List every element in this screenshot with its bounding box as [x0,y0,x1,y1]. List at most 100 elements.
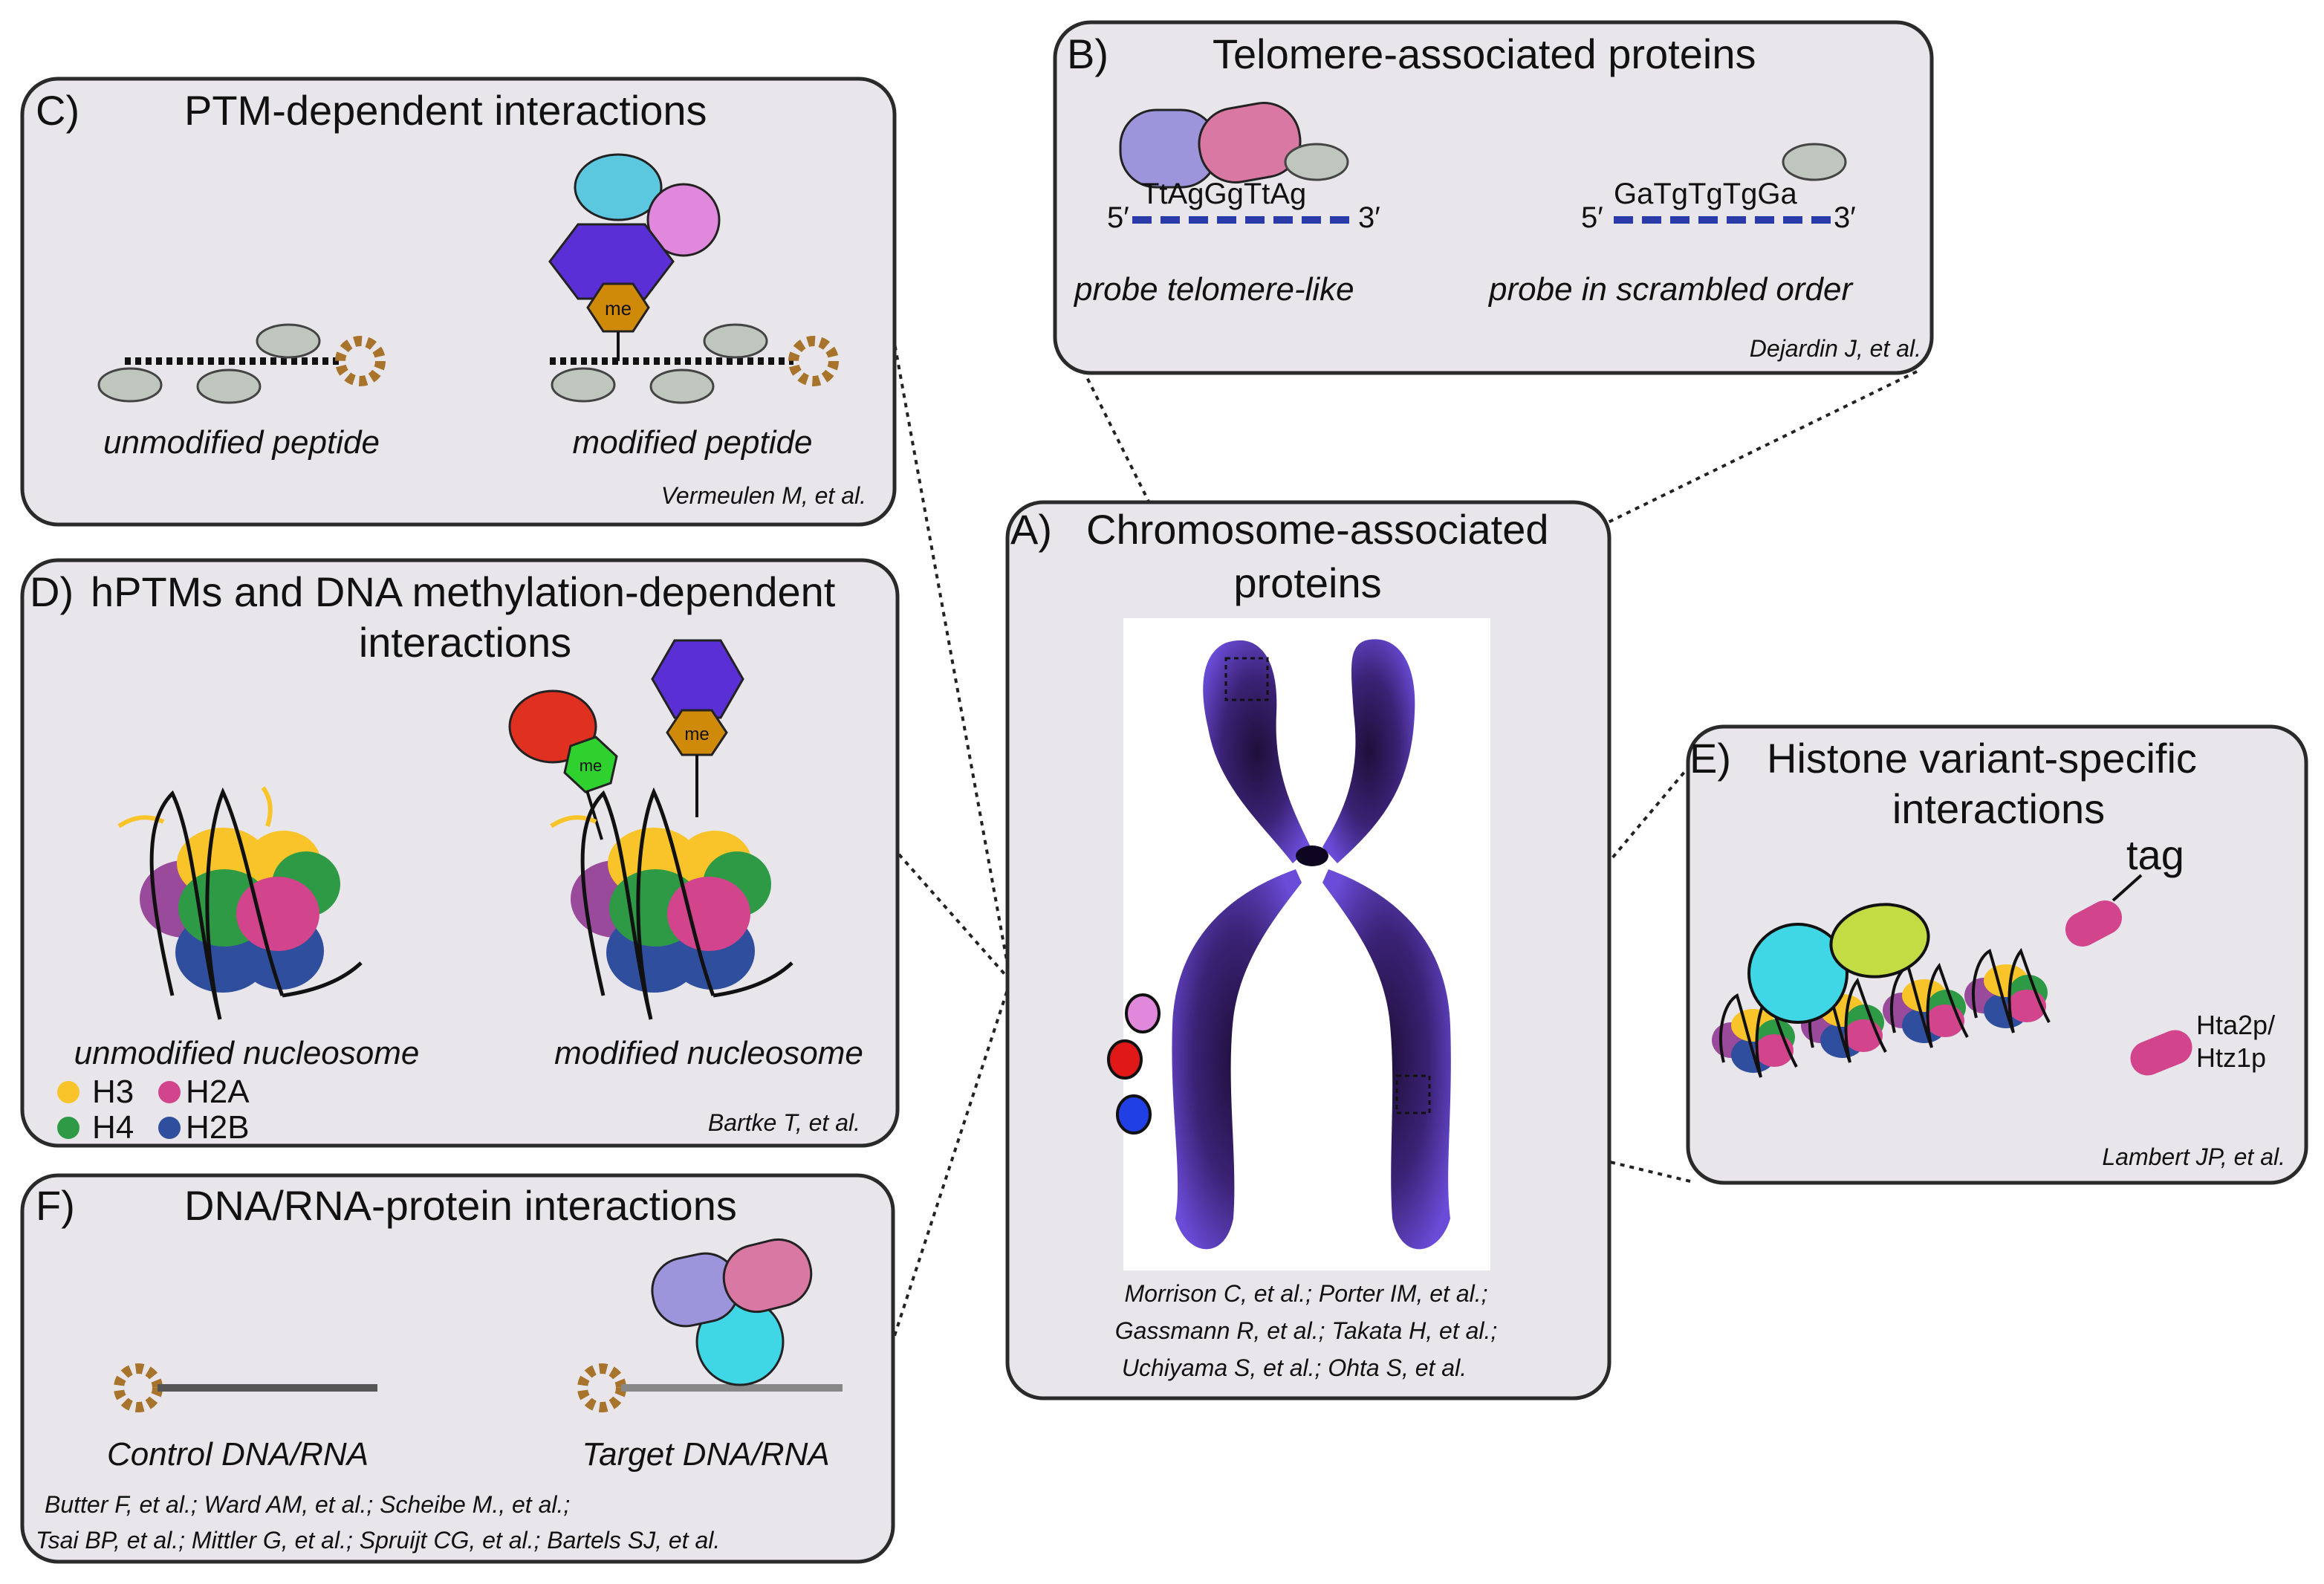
modified-nucleosome: me me [508,639,793,1020]
target-dna-diagram [577,1238,843,1412]
tag-pointer [2112,874,2143,902]
five-prime-label: 5′ [1107,201,1129,234]
panel-d-label-left: unmodified nucleosome [74,1035,420,1071]
panel-c-label-left: unmodified peptide [103,424,380,461]
indigo-hexagon-reader [548,223,675,300]
h2a-core [667,877,750,951]
grey-protein [256,323,321,359]
bead-icon [335,336,386,386]
unmodified-peptide-diagram [97,323,386,404]
telomere-probe-diagram: TtAgGgTtAg 5′ 3′ [1107,102,1380,234]
orchid-protein [1125,993,1161,1033]
dna-wrap [580,787,793,1020]
panel-a-citation-line3: Uchiyama S, et al.; Ohta S, et al. [1122,1354,1467,1381]
panel-a-citation-line1: Morrison C, et al.; Porter IM, et al.; [1124,1280,1487,1307]
chromatid-upper-right [1322,639,1415,863]
grey-protein [551,367,616,403]
tagged-variant: tag Hta2p/ Htz1p [2065,831,2275,1076]
panel-b-label-left: probe telomere-like [1073,271,1354,308]
array-nucleosome [1712,992,1798,1078]
lime-protein [1829,903,1930,978]
grey-protein [1284,143,1349,181]
panel-f-label-right: Target DNA/RNA [582,1436,829,1473]
grey-protein [703,323,768,359]
panel-a: A) Chromosome-associated proteins Morris… [1005,500,1611,1400]
centromere [1296,845,1328,866]
histone-zoom-box [1395,1074,1431,1114]
legend-h2b-label: H2B [186,1109,250,1146]
panel-a-title-line2: proteins [1233,559,1381,606]
panel-f-label-left: Control DNA/RNA [107,1436,369,1473]
dna-wrap [1972,947,2051,1033]
tagged-histone [2065,900,2123,947]
legend-h2a-label: H2A [186,1074,250,1110]
orchid-protein [646,183,721,257]
panel-a-title-line1: Chromosome-associated [1086,506,1548,553]
panel-d-citation: Bartke T, et al. [708,1109,860,1136]
panel-d-label-right: modified nucleosome [554,1035,863,1071]
panel-e-title-line1: Histone variant-specific [1767,735,2197,782]
chromatid-lower-left [1172,869,1302,1250]
variant-histone [2130,1030,2192,1076]
pink-protein [722,1238,813,1314]
scrambled-probe-diagram: GaTgTgTgGa 5′ 3′ [1581,143,1856,234]
telomere-sequence: TtAgGgTtAg [1141,178,1306,210]
connector-d [898,853,1012,982]
legend-h4-label: H4 [92,1109,134,1146]
histone-tail [261,786,273,827]
cyan-protein [1747,923,1849,1024]
connector-f [890,980,1012,1346]
panel-f-title: DNA/RNA-protein interactions [184,1182,737,1229]
bound-proteins [1107,993,1161,1135]
chromatid-upper-left [1203,640,1311,863]
modified-peptide-diagram: me [548,153,839,404]
panel-e-title-line2: interactions [1892,785,2105,832]
me-label: me [580,756,603,775]
light-blue-protein [574,153,663,221]
me-label: me [684,724,709,744]
panel-e: E) Histone variant-specific interactions [1686,724,2308,1185]
panel-d-letter: D) [30,568,74,615]
dna-tether [585,790,603,840]
dna-wrap [1719,992,1798,1078]
legend-h4-swatch [57,1117,79,1139]
histone-legend: H3 H2A H4 H2B [57,1074,250,1146]
methyl-mark-icon [666,709,728,756]
panel-b-label-right: probe in scrambled order [1487,271,1854,308]
grey-protein [196,369,262,404]
panel-c-citation: Vermeulen M, et al. [661,482,866,509]
legend-h2a-swatch [158,1081,181,1103]
panel-f-citation-line2: Tsai BP, et al.; Mittler G, et al.; Spru… [36,1527,720,1554]
methyl-mark-icon [586,282,650,333]
telomere-zoom-box [1224,657,1269,701]
nucleosome-array [1712,903,2051,1078]
panel-b-citation: Dejardin J, et al. [1750,335,1921,362]
dna-wrap [149,787,363,1020]
panel-d: D) hPTMs and DNA methylation-dependent i… [20,558,900,1148]
three-prime-label: 3′ [1358,201,1380,234]
array-nucleosome [1883,962,1969,1048]
scrambled-sequence: GaTgTgTgGa [1614,178,1798,210]
panel-d-title-line2: interactions [359,619,571,666]
panel-f-letter: F) [36,1182,75,1229]
panel-b: B) Telomere-associated proteins TtAgGgTt… [1053,20,1934,375]
chromosome-image [1172,639,1451,1250]
legend-h3-swatch [57,1081,79,1103]
panel-a-citation-line2: Gassmann R, et al.; Takata H, et al.; [1115,1317,1498,1344]
h2a-core [236,877,319,951]
panel-c-title: PTM-dependent interactions [184,87,707,134]
histone-tail [117,815,165,828]
panel-f: F) DNA/RNA-protein interactions Control … [20,1173,895,1564]
green-methyl-mark-icon [563,736,618,793]
grey-protein [97,367,163,403]
indigo-hexagon-reader [651,639,744,719]
panel-e-citation: Lambert JP, et al. [2102,1143,2285,1170]
legend-h3-label: H3 [92,1074,134,1110]
histone-tail [550,815,597,828]
array-nucleosome [1964,947,2051,1033]
panel-f-citation-line1: Butter F, et al.; Ward AM, et al.; Schei… [45,1491,570,1518]
grey-protein [649,369,715,404]
panel-c-letter: C) [36,87,79,134]
chromatid-lower-right [1322,869,1451,1250]
